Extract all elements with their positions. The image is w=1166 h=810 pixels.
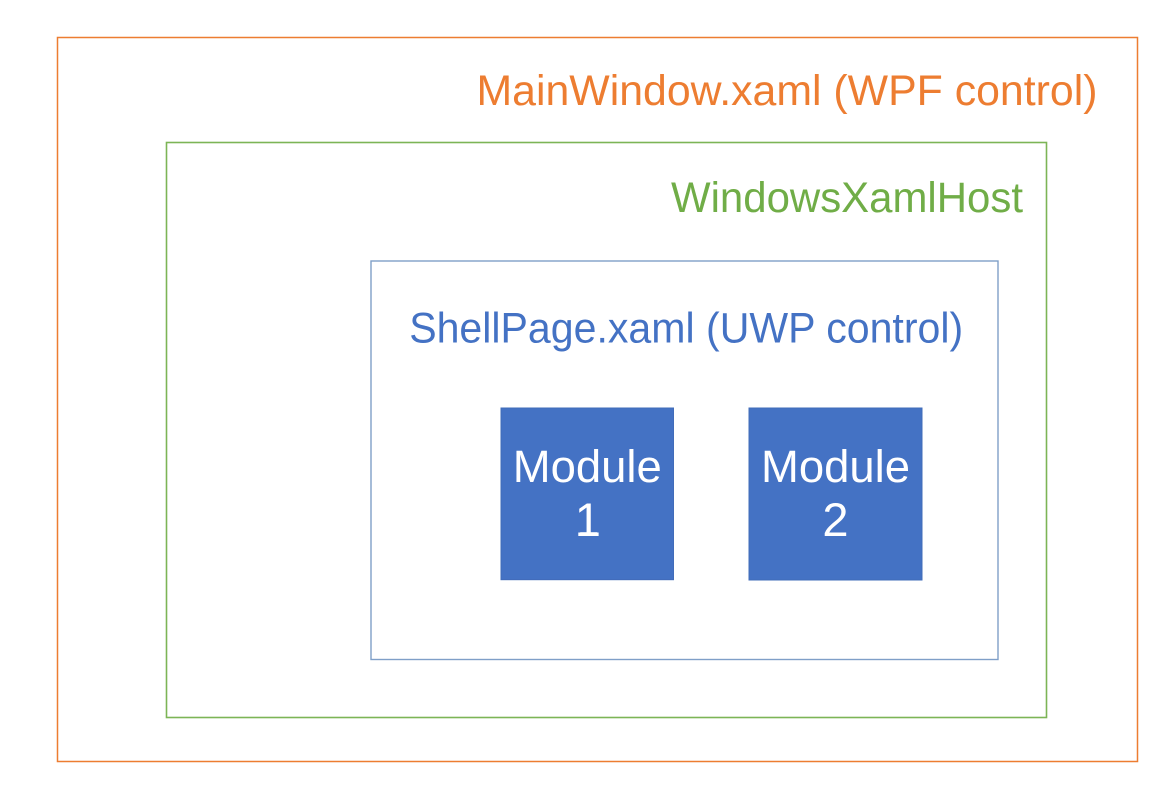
svg-text:Module: Module	[761, 441, 910, 492]
svg-text:MainWindow.xaml (WPF control): MainWindow.xaml (WPF control)	[477, 67, 1098, 115]
svg-text:ShellPage.xaml (UWP control): ShellPage.xaml (UWP control)	[409, 305, 963, 353]
svg-text:WindowsXamlHost: WindowsXamlHost	[671, 174, 1023, 222]
svg-text:Module: Module	[513, 441, 662, 492]
svg-text:2: 2	[822, 493, 848, 546]
svg-text:1: 1	[575, 493, 601, 546]
